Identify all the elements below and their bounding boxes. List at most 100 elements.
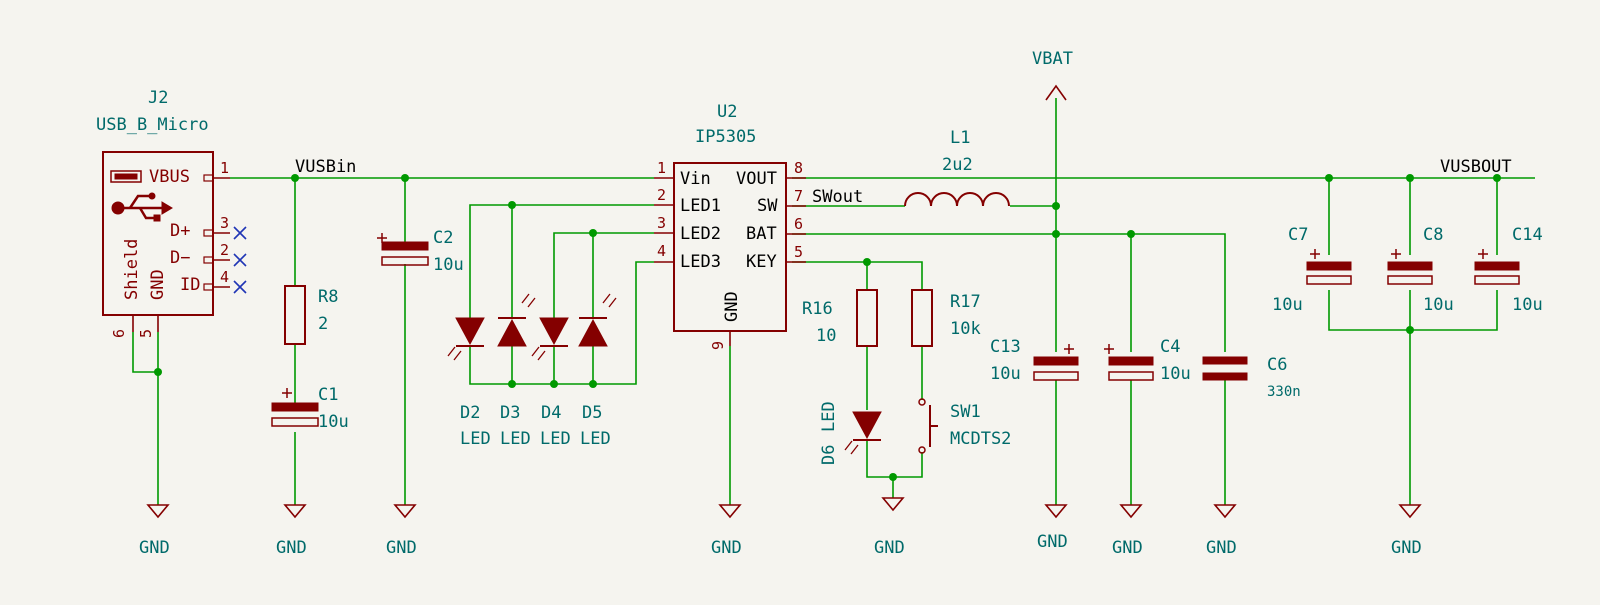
c4-capacitor: C4 10u <box>1104 337 1191 384</box>
c7-ref: C7 <box>1288 225 1308 245</box>
l1-ref: L1 <box>950 128 970 148</box>
u2-pin-sw: SW <box>757 196 778 216</box>
j2-num-4: 4 <box>220 268 229 286</box>
u2-num-9: 9 <box>709 341 727 350</box>
c2-ref: C2 <box>433 228 453 248</box>
j2-ref: J2 <box>148 88 168 108</box>
j2-num-3: 3 <box>220 214 229 232</box>
d2-led: D2 LED <box>447 317 491 449</box>
r16-value: 10 <box>816 326 836 346</box>
u2-num-5: 5 <box>794 243 803 261</box>
d3-value: LED <box>500 429 531 449</box>
c1-capacitor: C1 10u <box>271 385 349 432</box>
r8-value: 2 <box>318 314 328 334</box>
j2-num-5: 5 <box>137 329 155 338</box>
d4-led: D4 LED <box>531 317 571 449</box>
j2-pin-dplus: D+ <box>170 221 190 241</box>
r8-resistor: R8 2 <box>284 285 338 345</box>
d4-value: LED <box>540 429 571 449</box>
u2-num-1: 1 <box>657 159 666 177</box>
u2-pin-vout: VOUT <box>736 169 777 189</box>
gnd-label-sw1: GND <box>874 538 905 558</box>
gnd-label-c4: GND <box>1112 538 1143 558</box>
u2-pin-led1: LED1 <box>680 196 721 216</box>
j2-pin-shield: Shield <box>122 239 142 300</box>
u2-num-6: 6 <box>794 215 803 233</box>
sw1-ref: SW1 <box>950 402 981 422</box>
d2-value: LED <box>460 429 491 449</box>
j2-pin-vbus: VBUS <box>149 167 190 187</box>
vbat-label: VBAT <box>1032 49 1073 69</box>
u2-num-8: 8 <box>794 159 803 177</box>
no-connect-dplus <box>233 226 247 240</box>
u2-pin-vin: Vin <box>680 169 711 189</box>
c4-ref: C4 <box>1160 337 1180 357</box>
j2-num-1: 1 <box>220 159 229 177</box>
u2-pin-bat: BAT <box>746 224 777 244</box>
r17-value: 10k <box>950 319 981 339</box>
c4-value: 10u <box>1160 364 1191 384</box>
u2-pin-key: KEY <box>746 252 777 272</box>
net-label-vusbout: VUSBOUT <box>1440 157 1512 177</box>
net-label-swout: SWout <box>812 187 863 207</box>
d3-led: D3 LED <box>497 293 536 449</box>
d5-value: LED <box>580 429 611 449</box>
c6-ref: C6 <box>1267 355 1287 375</box>
gnd-label-c6: GND <box>1206 538 1237 558</box>
r17-resistor: R17 10k <box>911 289 981 347</box>
junctions <box>154 174 1501 481</box>
gnd-symbols: GND GND GND GND GND GND GND GND GND <box>139 497 1422 558</box>
vbat-power-flag: VBAT <box>1032 49 1073 101</box>
u2-ref: U2 <box>717 102 737 122</box>
u2-num-7: 7 <box>794 187 803 205</box>
j2-num-6: 6 <box>110 329 128 338</box>
j2-pin-gnd: GND <box>148 269 168 300</box>
d6-value: LED <box>819 401 839 432</box>
r16-resistor: R16 10 <box>802 289 878 347</box>
sw1-switch: SW1 MCDTS2 <box>918 398 1011 454</box>
net-label-vusbin: VUSBin <box>295 157 356 177</box>
c2-capacitor: C2 10u <box>377 228 464 275</box>
c13-capacitor: C13 10u <box>990 337 1079 384</box>
r17-ref: R17 <box>950 292 981 312</box>
c2-value: 10u <box>433 255 464 275</box>
no-connect-dminus <box>233 253 247 267</box>
gnd-label-c2: GND <box>386 538 417 558</box>
l1-inductor: L1 2u2 <box>904 128 1010 207</box>
d3-ref: D3 <box>500 403 520 423</box>
gnd-label-c8: GND <box>1391 538 1422 558</box>
c1-value: 10u <box>318 412 349 432</box>
j2-value: USB_B_Micro <box>96 115 209 135</box>
sw1-value: MCDTS2 <box>950 429 1011 449</box>
l1-value: 2u2 <box>942 155 973 175</box>
c6-capacitor: C6 330n <box>1202 355 1301 400</box>
d4-ref: D4 <box>541 403 561 423</box>
c1-ref: C1 <box>318 385 338 405</box>
u2-pin-led2: LED2 <box>680 224 721 244</box>
j2-num-2: 2 <box>220 241 229 259</box>
j2-pin-id: ID <box>180 275 200 295</box>
c8-ref: C8 <box>1423 225 1443 245</box>
c13-ref: C13 <box>990 337 1021 357</box>
c14-ref: C14 <box>1512 225 1543 245</box>
r16-ref: R16 <box>802 299 833 319</box>
c8-capacitor: C8 10u <box>1387 225 1454 315</box>
j2-pin-dminus: D− <box>170 248 190 268</box>
r8-ref: R8 <box>318 287 338 307</box>
d2-ref: D2 <box>460 403 480 423</box>
gnd-label-c13: GND <box>1037 532 1068 552</box>
c8-value: 10u <box>1423 295 1454 315</box>
d6-led: D6 LED <box>819 401 882 465</box>
u2-value: IP5305 <box>695 127 756 147</box>
usb-icon <box>110 170 173 222</box>
c6-value: 330n <box>1267 384 1301 400</box>
c14-value: 10u <box>1512 295 1543 315</box>
d6-ref: D6 <box>819 445 839 465</box>
j2-usb-connector: J2 USB_B_Micro VBUS D+ D− ID Shield GND … <box>96 88 247 338</box>
u2-num-4: 4 <box>657 242 666 260</box>
c13-value: 10u <box>990 364 1021 384</box>
u2-pin-gnd: GND <box>722 291 742 322</box>
u2-num-2: 2 <box>657 186 666 204</box>
c7-value: 10u <box>1272 295 1303 315</box>
d5-led: D5 LED <box>578 293 617 449</box>
